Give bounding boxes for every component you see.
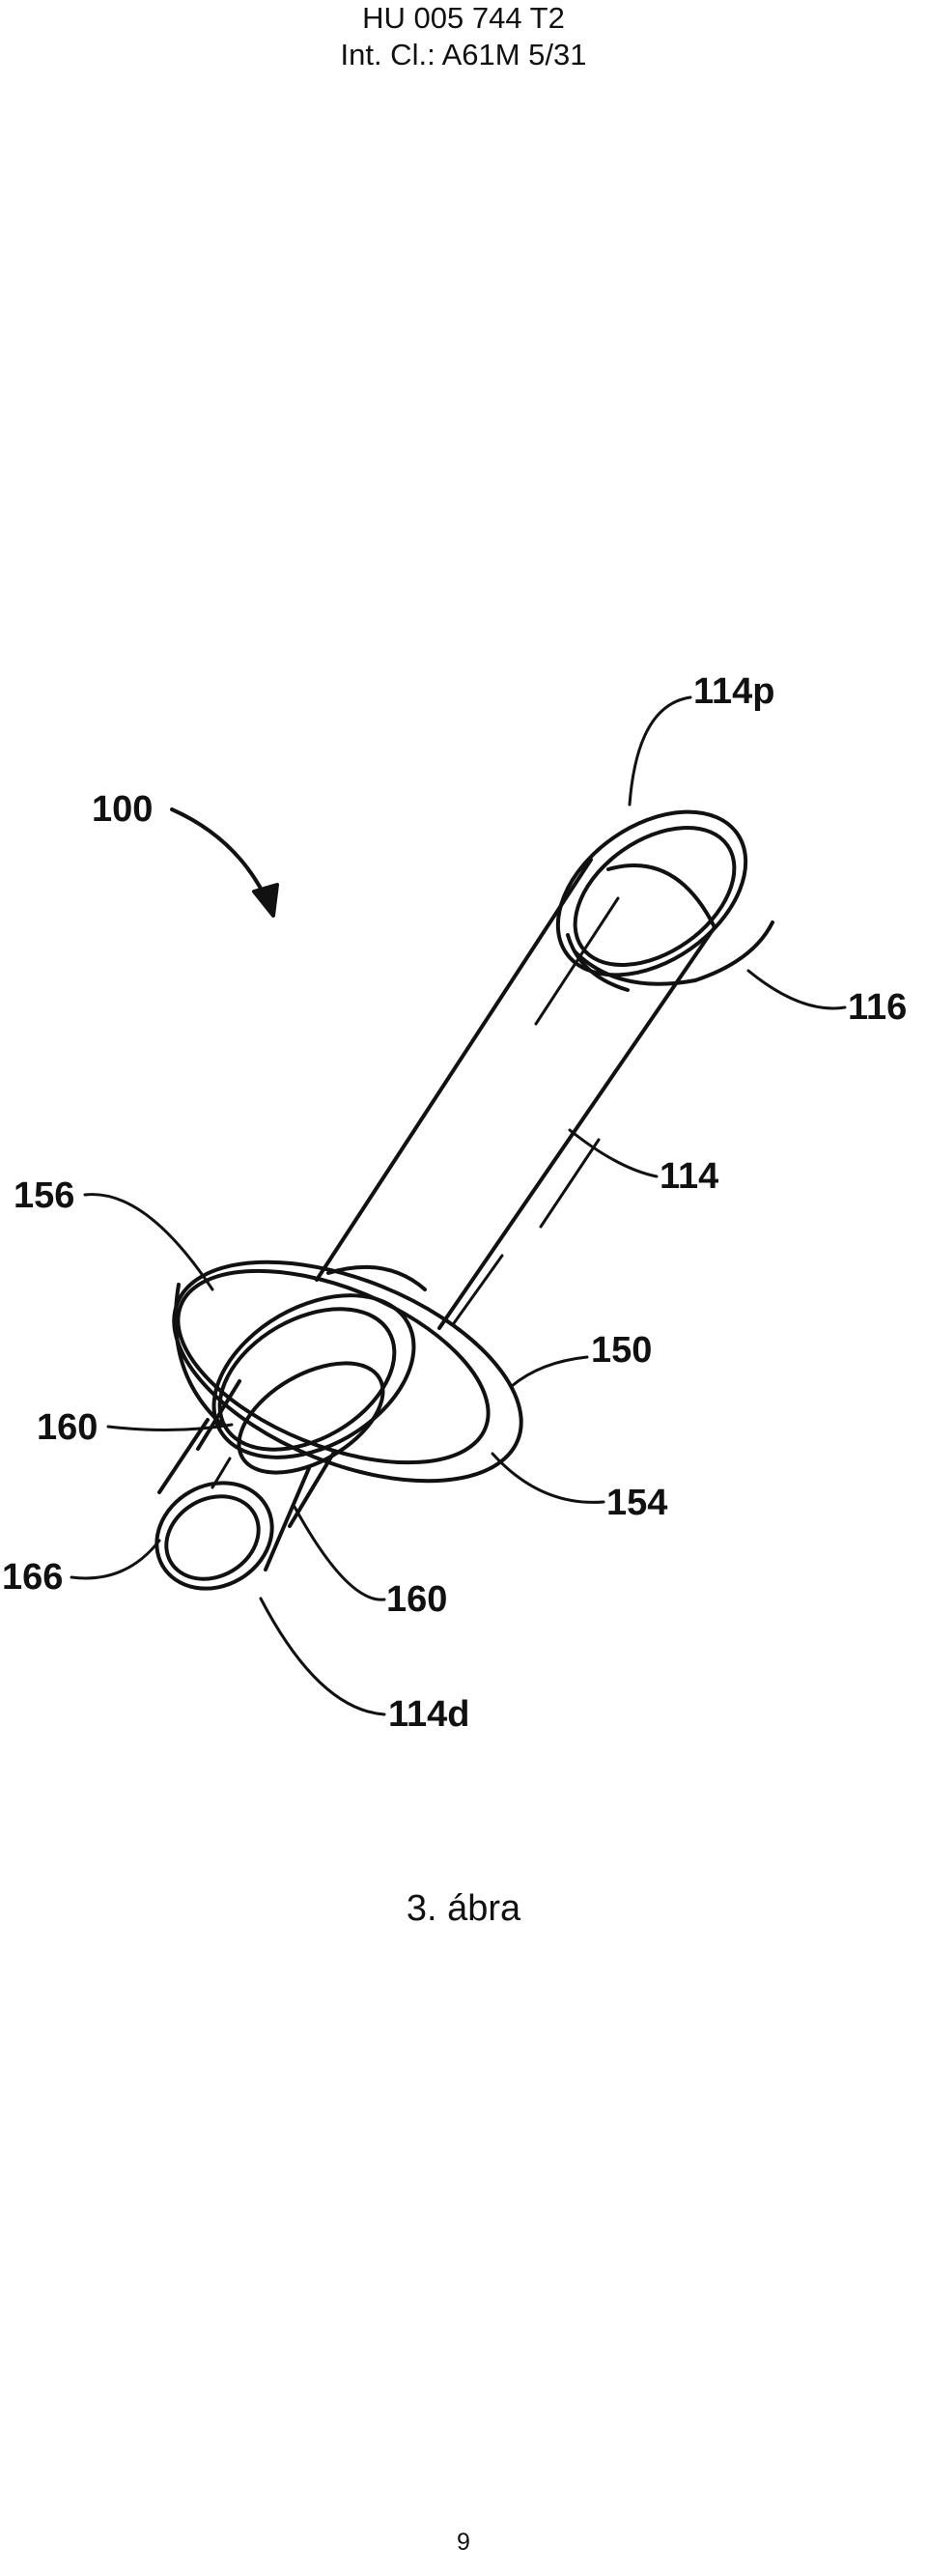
label-100: 100: [92, 789, 153, 830]
leader-166: [70, 1539, 161, 1580]
leader-160-lower: [293, 1505, 386, 1601]
leader-114p: [628, 695, 692, 807]
leader-114d: [259, 1597, 386, 1716]
collar: [172, 1260, 523, 1484]
label-150: 150: [591, 1330, 652, 1371]
page-number: 9: [457, 2529, 470, 2556]
label-160-left: 160: [37, 1407, 98, 1448]
assembly-arrowhead: [252, 883, 279, 918]
label-166: 166: [2, 1557, 63, 1598]
label-156: 156: [14, 1175, 74, 1216]
label-114p: 114p: [693, 671, 775, 712]
label-114d: 114d: [388, 1694, 470, 1735]
publication-number: HU 005 744 T2: [362, 1, 565, 35]
barrel-body: [315, 858, 716, 1330]
leader-114: [568, 1128, 659, 1178]
figure-caption: 3. ábra: [406, 1888, 521, 1929]
label-116: 116: [848, 987, 907, 1028]
label-154: 154: [606, 1483, 667, 1523]
page-header: HU 005 744 T2 Int. Cl.: A61M 5/31: [0, 0, 927, 73]
distal-nozzle: [154, 1361, 385, 1591]
leader-116: [746, 969, 847, 1010]
leader-150: [510, 1355, 589, 1388]
classification-code: Int. Cl.: A61M 5/31: [340, 38, 587, 71]
label-160-lower: 160: [386, 1579, 447, 1620]
leader-154: [491, 1452, 605, 1504]
leader-156: [83, 1193, 214, 1291]
label-114: 114: [660, 1156, 718, 1197]
proximal-flange: [555, 809, 774, 992]
leader-160-left: [106, 1423, 234, 1432]
leader-lines: [70, 695, 847, 1716]
